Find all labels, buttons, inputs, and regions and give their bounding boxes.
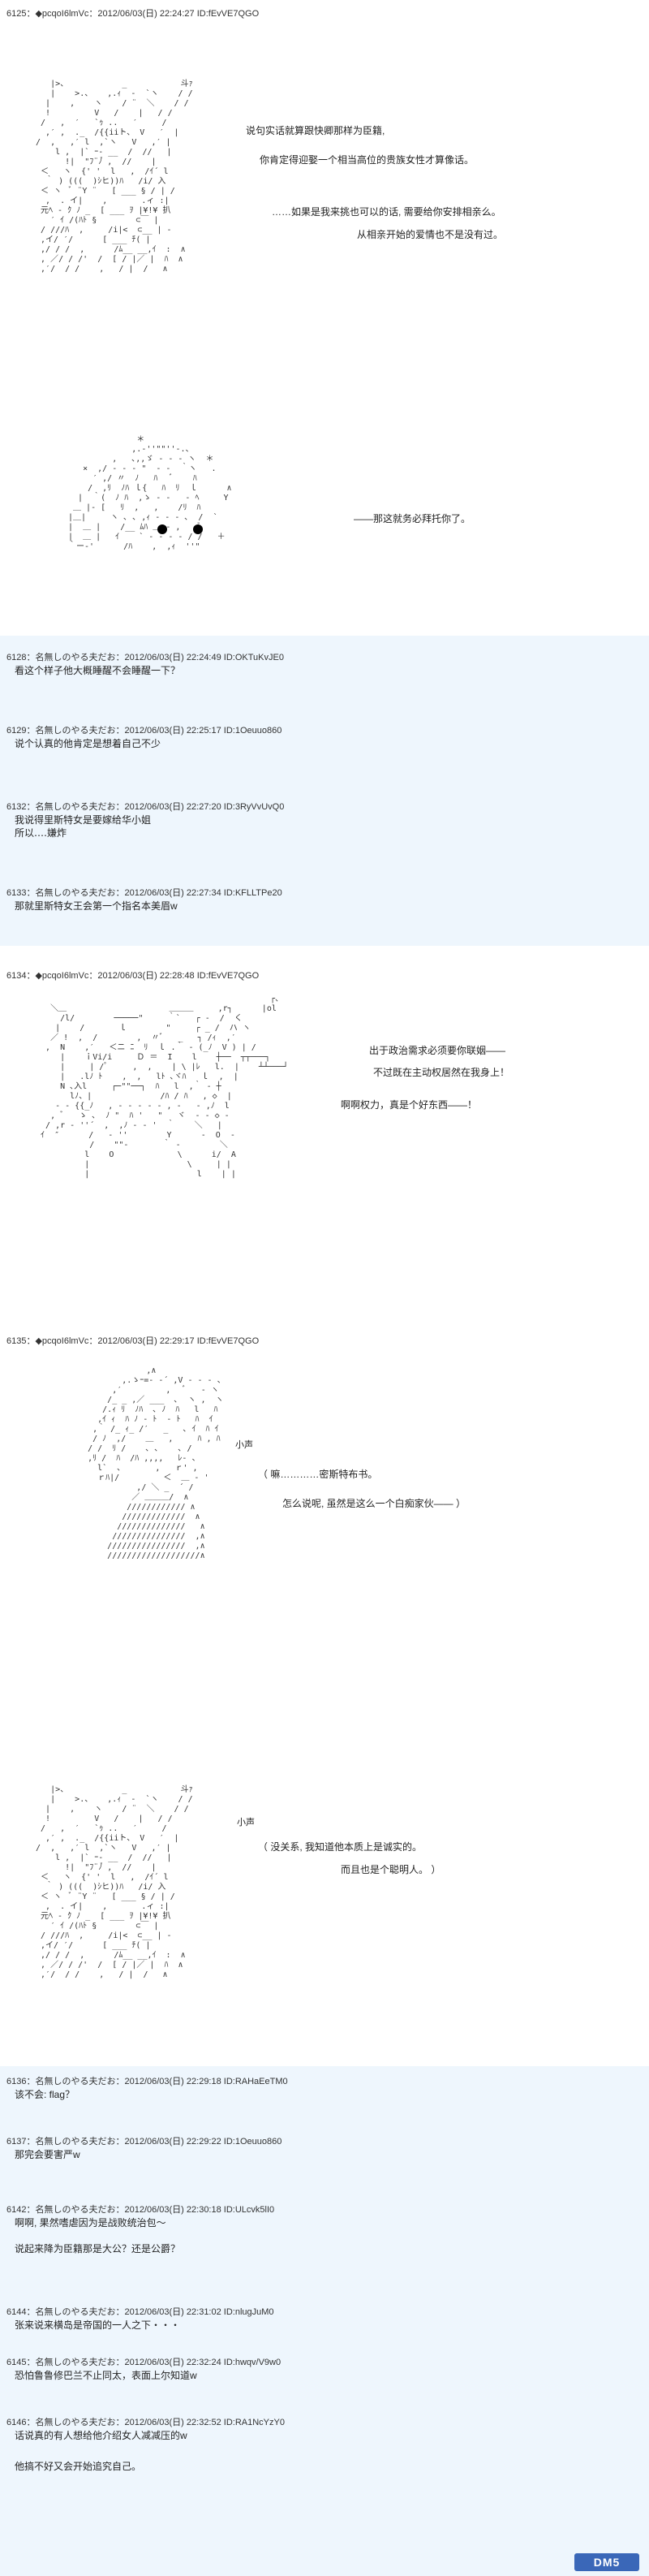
post-body: 张来说来横岛是帝国的一人之下・・・ — [15, 2319, 181, 2331]
post-6142: 6142：名無しのやる夫だお：2012/06/03(日) 22:30:18 ID… — [0, 2190, 649, 2292]
dialogue-line: 从相亲开始的爱情也不是没有过。 — [357, 229, 504, 240]
post-6129: 6129：名無しのやる夫だお：2012/06/03(日) 22:25:17 ID… — [0, 681, 649, 795]
post-6145: 6145：名無しのやる夫だお：2012/06/03(日) 22:32:24 ID… — [0, 2342, 649, 2399]
post-header: 6125：◆pcqoI6lmVc：2012/06/03(日) 22:24:27 … — [6, 9, 260, 19]
dialogue-line: 而且也是个聪明人。 ） — [341, 1864, 441, 1875]
post-body: 该不会: flag？ — [15, 2089, 75, 2100]
dialogue-line: 你肯定得迎娶一个相当高位的贵族女性才算像话。 — [260, 154, 475, 166]
post-header: 6137：名無しのやる夫だお：2012/06/03(日) 22:29:22 ID… — [6, 2137, 282, 2147]
eye-dot-icon — [157, 524, 167, 534]
post-6125: 6125：◆pcqoI6lmVc：2012/06/03(日) 22:24:27 … — [0, 0, 649, 636]
dialogue-line: 说句实话就算跟快卿那样为臣籍, — [246, 125, 385, 136]
dialogue-line: （ 嘛…………密斯特布书。 — [258, 1469, 378, 1480]
post-header: 6145：名無しのやる夫だお：2012/06/03(日) 22:32:24 ID… — [6, 2358, 282, 2367]
post-body: 看这个样子他大概睡醒不会睡醒一下？ — [15, 665, 181, 676]
dialogue-line: 啊啊权力，真是个好东西——！ — [341, 1099, 478, 1111]
post-6134: 6134：◆pcqoI6lmVc：2012/06/03(日) 22:28:48 … — [0, 946, 649, 1334]
post-header: 6133：名無しのやる夫だお：2012/06/03(日) 22:27:34 ID… — [6, 888, 282, 898]
post-6135: 6135：◆pcqoI6lmVc：2012/06/03(日) 22:29:17 … — [0, 1334, 649, 2123]
ascii-art-character: ＊ ,.‐''""''‐.、 , ､,,ゞ ‐ ‐ ‐ ヽ ＊ × ,/ ‐ ‐… — [68, 435, 232, 551]
dialogue-line: 怎么说呢, 虽然是这么一个白痴家伙—— ） — [282, 1498, 466, 1509]
post-6144: 6144：名無しのやる夫だお：2012/06/03(日) 22:31:02 ID… — [0, 2292, 649, 2342]
dialogue-line: ——那这就务必拜托你了。 — [354, 513, 471, 524]
post-header: 6146：名無しのやる夫だお：2012/06/03(日) 22:32:52 ID… — [6, 2418, 285, 2427]
post-header: 6128：名無しのやる夫だお：2012/06/03(日) 22:24:49 ID… — [6, 653, 284, 662]
post-body: 所以‥‥嫌炸 — [15, 827, 67, 839]
post-body: 啊啊, 果然嗜虐因为是战败统治包～ — [15, 2217, 166, 2229]
dialogue-line: 出于政治需求必须要你联姻—— — [369, 1045, 506, 1056]
eye-dot-icon — [193, 524, 203, 534]
site-watermark-logo: DM5 — [574, 2553, 639, 2571]
post-6133: 6133：名無しのやる夫だお：2012/06/03(日) 22:27:34 ID… — [0, 876, 649, 946]
post-6137: 6137：名無しのやる夫だお：2012/06/03(日) 22:29:22 ID… — [0, 2125, 649, 2190]
whisper-label: 小声 — [237, 1818, 255, 1827]
post-header: 6136：名無しのやる夫だお：2012/06/03(日) 22:29:18 ID… — [6, 2077, 288, 2086]
post-body: 我说得里斯特女是要嫁给华小姐 — [15, 814, 152, 826]
dialogue-line: （ 没关系, 我知道他本质上是诚实的。 — [258, 1841, 423, 1853]
post-body: 那就里斯特女王会第一个指名本美眉w — [15, 900, 178, 912]
post-header: 6144：名無しのやる夫だお：2012/06/03(日) 22:31:02 ID… — [6, 2307, 274, 2317]
whisper-label: 小声 — [235, 1440, 253, 1450]
post-body: 说个认真的他肯定是想着自己不少 — [15, 738, 161, 749]
dialogue-line: ……如果是我来挑也可以的话, 需要给你安排相亲么。 — [272, 206, 501, 218]
post-6128: 6128：名無しのやる夫だお：2012/06/03(日) 22:24:49 ID… — [0, 636, 649, 681]
post-6132: 6132：名無しのやる夫だお：2012/06/03(日) 22:27:20 ID… — [0, 795, 649, 876]
post-header: 6129：名無しのやる夫だお：2012/06/03(日) 22:25:17 ID… — [6, 726, 282, 736]
ascii-art-character: ┌、 ＼＿ ＿＿＿ ,r┐ |ol /l/ ─────" ｀` ┌ ‐ / く … — [41, 995, 289, 1179]
post-header: 6142：名無しのやる夫だお：2012/06/03(日) 22:30:18 ID… — [6, 2205, 275, 2215]
post-header: 6132：名無しのやる夫だお：2012/06/03(日) 22:27:20 ID… — [6, 802, 285, 812]
post-body: 恐怕鲁鲁修巴兰不止同太，表面上尔知道w — [15, 2370, 197, 2381]
dialogue-line: 不过既在主动权居然在我身上！ — [373, 1067, 510, 1078]
post-body: 他搞不好又会开始追究自己。 — [15, 2461, 142, 2472]
post-header: 6134：◆pcqoI6lmVc：2012/06/03(日) 22:28:48 … — [6, 971, 260, 981]
post-body: 那完会要害严w — [15, 2149, 80, 2160]
post-6146: 6146：名無しのやる夫だお：2012/06/03(日) 22:32:52 ID… — [0, 2399, 649, 2576]
ascii-art-character: |>、 _ 斗ｧ | >.、 ,.ｨ ‐ `ヽ / / | , ヽ / ¨ ＼ … — [36, 80, 193, 274]
ascii-art-character: |>、 _ 斗ｧ | >.、 ,.ｨ ‐ `ヽ / / | , ヽ / ¨ ＼ … — [36, 1785, 193, 1979]
ascii-art-character: ,∧ ,.ゝｰ=‐ ‐´ ,V ‐ ‐ ‐ 、 ,′ , ﾞ ‐ ヽ /_ _ … — [88, 1366, 226, 1560]
post-body: 说起来降为臣籍那是大公？还是公爵？ — [15, 2243, 181, 2255]
post-body: 话说真的有人想给他介绍女人减减压的w — [15, 2430, 187, 2441]
post-header: 6135：◆pcqoI6lmVc：2012/06/03(日) 22:29:17 … — [6, 1336, 260, 1346]
post-6136: 6136：名無しのやる夫だお：2012/06/03(日) 22:29:18 ID… — [0, 2066, 649, 2125]
